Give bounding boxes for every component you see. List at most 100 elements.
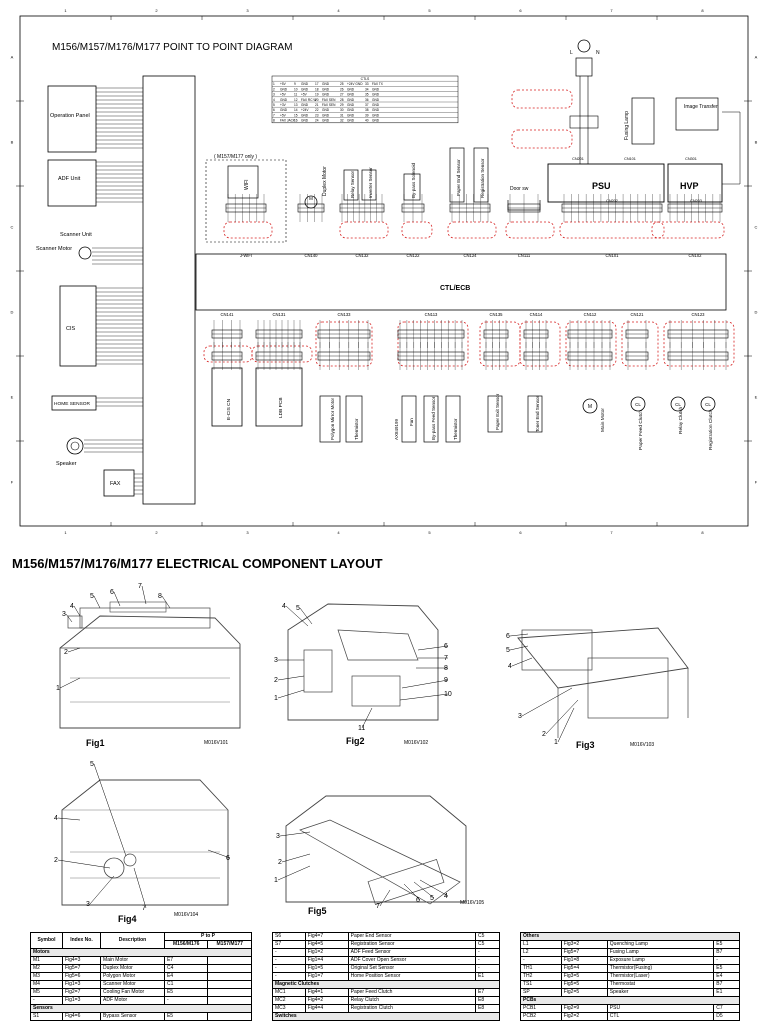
psu-label: PSU	[592, 181, 611, 191]
table-cell: E8	[475, 1004, 500, 1013]
table-cell: M5	[30, 988, 63, 997]
table-cell: -	[30, 996, 63, 1005]
table-cell: D5	[713, 1012, 740, 1021]
pin-table-cell: 35	[365, 93, 369, 97]
table-cell: CTL	[606, 1012, 715, 1021]
pin-table-cell: 24	[315, 119, 319, 123]
fig-callout: 6	[506, 633, 510, 640]
table-cell: -	[475, 964, 500, 973]
paper-feed-clutch-symbol	[630, 396, 646, 412]
psu-cn-label: CN201	[572, 157, 584, 161]
paper-exit-box	[487, 395, 503, 433]
fig-callout: 6	[226, 855, 230, 862]
pin-table-cell: GND	[280, 87, 288, 91]
pin-table-cell: +3V	[280, 103, 287, 107]
bottom-cn-label: CN121	[630, 312, 644, 317]
pin-table-cell: GND	[347, 98, 355, 102]
speaker-label: Speaker	[56, 461, 77, 467]
table-cell: TS1	[520, 980, 562, 989]
table-row: Switches	[272, 1012, 500, 1021]
pin-table-cell: 18	[315, 87, 319, 91]
table-cell: Fig2=5	[560, 988, 608, 997]
pin-table-cell: 7	[273, 113, 275, 117]
pin-table-cell: GND	[322, 119, 330, 123]
table-row: Motors	[30, 948, 252, 957]
pin-table-cell: 34	[365, 87, 369, 91]
table-cell: S7	[272, 940, 306, 949]
fig-callout: 2	[274, 677, 278, 684]
wifi-box	[227, 165, 259, 199]
table-group-header: PCBs	[520, 996, 740, 1005]
pin-table-cell: 2	[273, 87, 275, 91]
table-cell: -	[272, 956, 306, 965]
pin-table-cell: GND	[347, 113, 355, 117]
table-cell: C4	[163, 964, 209, 973]
thermistor-label: Thermistor	[354, 418, 359, 440]
pin-table-cell: FAX JACK	[280, 119, 296, 123]
fig-callout: 5	[296, 605, 300, 612]
bypass-solenoid-box	[403, 173, 421, 201]
inverter-sensor-box	[361, 169, 377, 201]
paper-feed-clutch-label: Paper Feed Clutch	[638, 410, 644, 450]
table-cell: M2	[30, 964, 63, 973]
scanner-motor-label: Scanner Motor	[36, 246, 72, 252]
table-cell: Fig4=6	[61, 1012, 102, 1021]
table-cell: Fig4=2	[304, 996, 349, 1005]
relay-sensor-label: Relay Sensor	[350, 170, 355, 198]
table-cell: C5	[475, 940, 500, 949]
table-cell	[207, 988, 252, 997]
svg-text:N: N	[596, 50, 600, 56]
scanner-motor-symbol	[78, 246, 92, 260]
pin-table-cell: 36	[365, 98, 369, 102]
top-cn-label: CN140	[304, 253, 318, 258]
pin-table-cell: GND	[301, 119, 309, 123]
table-cell: Thermostat	[606, 980, 715, 989]
table-group-header: Motors	[30, 948, 252, 957]
left-wires	[84, 87, 143, 495]
svg-text:M: M	[588, 404, 592, 410]
grid-col-label: 1	[64, 8, 67, 13]
table-cell: Fig1=3	[61, 996, 102, 1005]
fig1-label: Fig1	[86, 738, 105, 748]
pin-table-cell: +24V	[301, 108, 309, 112]
fig-callout: 3	[518, 713, 522, 720]
cis-label: CIS	[66, 326, 76, 332]
m157-only-label: ( M157/M177 only )	[214, 154, 257, 160]
pin-table-cell: GND	[301, 82, 309, 86]
th-ptop: P to P	[163, 932, 253, 941]
table-cell: -	[272, 948, 306, 957]
ctl-ecb-label: CTL/ECB	[440, 285, 470, 292]
table-row: PCBs	[520, 996, 740, 1005]
bottom-cn-label: CN131	[272, 312, 286, 317]
table-cell: Duplex Motor	[100, 964, 165, 973]
main-motor-symbol	[582, 398, 598, 414]
inverter-sensor-label: Inverter Sensor	[368, 167, 373, 198]
pin-table-cell: 5	[273, 103, 275, 107]
fig-callout: 7	[138, 583, 142, 590]
top-cn-label: J-WIFI	[240, 253, 252, 258]
table-cell: ADF Cover Open Sensor	[347, 956, 477, 965]
pin-table-cell: GND	[372, 87, 380, 91]
pin-table-cell: 21	[315, 103, 319, 107]
table-cell: Polygon Motor	[100, 972, 165, 981]
pin-table-cell: FAX SEN	[322, 98, 336, 102]
table-cell: Cooling Fan Motor	[100, 988, 165, 997]
table-cell: Relay Clutch	[347, 996, 477, 1005]
th-m156: M156/M176	[163, 940, 209, 949]
pin-table-cell: 27	[340, 93, 344, 97]
grid-col-label: 2	[155, 8, 158, 13]
pin-table-cell: 23	[315, 113, 319, 117]
bottom-cn-label: CN141	[220, 312, 234, 317]
hvp-label: HVP	[680, 181, 699, 191]
pin-table-cell: 14	[294, 108, 298, 112]
psu-cn-label: CN301	[685, 157, 697, 161]
